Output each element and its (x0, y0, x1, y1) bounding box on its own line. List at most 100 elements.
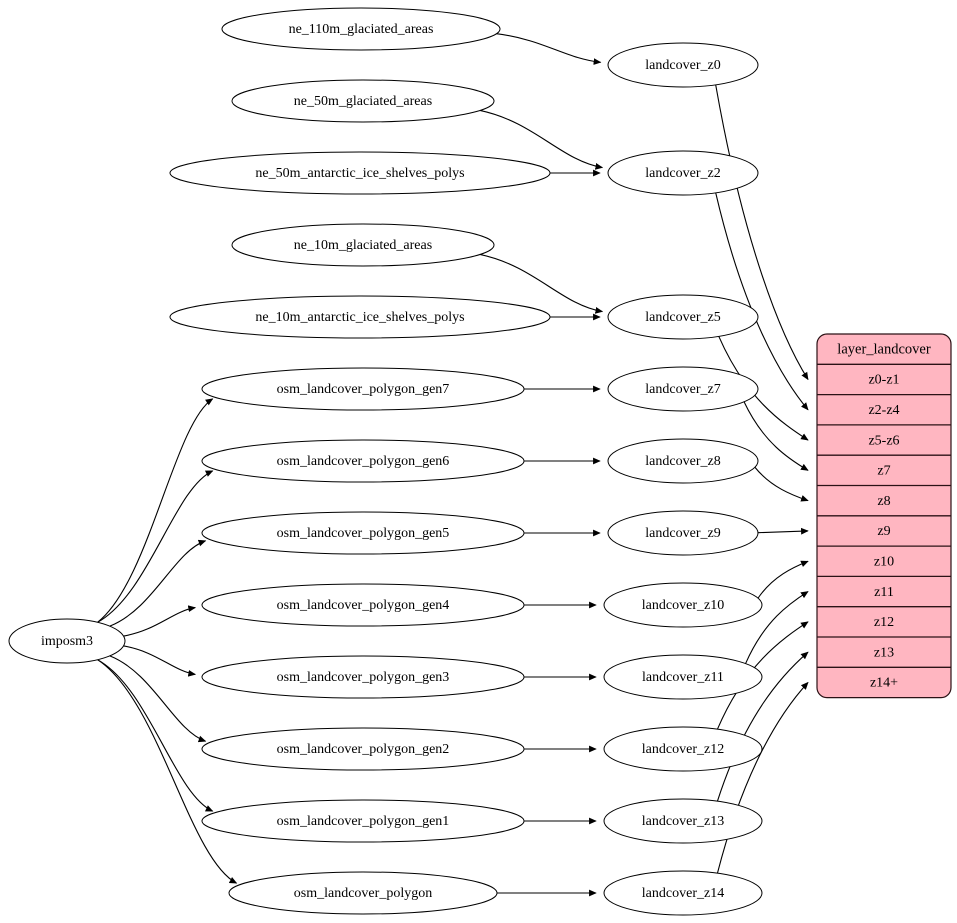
node-ne_10m_glaciated_areas[interactable]: ne_10m_glaciated_areas (231, 223, 495, 267)
node-shape (221, 7, 501, 51)
node-layer: ne_110m_glaciated_areas ne_50m_glaciated_… (8, 7, 763, 916)
node-osm_landcover_polygon_gen6[interactable]: osm_landcover_polygon_gen6 (201, 439, 525, 483)
node-label: landcover_z8 (645, 454, 720, 469)
node-shape (607, 366, 759, 412)
node-label: osm_landcover_polygon_gen4 (277, 598, 450, 613)
table-row-label: z14+ (870, 676, 898, 691)
edge-landcover_z0-to-layer_landcover_z0-z1 (715, 84, 809, 381)
table-row-label: z13 (874, 645, 894, 660)
node-label: osm_landcover_polygon_gen3 (277, 670, 450, 685)
node-osm_landcover_polygon[interactable]: osm_landcover_polygon (228, 871, 498, 915)
node-landcover_z9[interactable]: landcover_z9 (607, 510, 759, 556)
node-ne_10m_antarctic_ice_shelves_polys[interactable]: ne_10m_antarctic_ice_shelves_polys (169, 295, 551, 339)
node-ne_50m_glaciated_areas[interactable]: ne_50m_glaciated_areas (231, 79, 495, 123)
node-label: landcover_z11 (642, 670, 724, 685)
node-label: osm_landcover_polygon_gen2 (277, 742, 450, 757)
node-label: landcover_z12 (642, 742, 724, 757)
node-landcover_z13[interactable]: landcover_z13 (603, 798, 763, 844)
node-landcover_z5[interactable]: landcover_z5 (607, 294, 759, 340)
node-shape (603, 870, 763, 916)
node-label: osm_landcover_polygon_gen6 (277, 454, 450, 469)
node-label: landcover_z0 (645, 58, 720, 73)
node-shape (231, 223, 495, 267)
edge-imposm3-to-osm_landcover_polygon_gen7 (97, 398, 214, 623)
node-label: ne_110m_glaciated_areas (289, 22, 434, 37)
node-landcover_z2[interactable]: landcover_z2 (607, 150, 759, 196)
table-row-label: z2-z4 (868, 403, 899, 418)
node-osm_landcover_polygon_gen2[interactable]: osm_landcover_polygon_gen2 (201, 727, 525, 771)
table-row-label: z8 (877, 494, 890, 509)
node-label: osm_landcover_polygon_gen1 (277, 814, 450, 829)
node-landcover_z8[interactable]: landcover_z8 (607, 438, 759, 484)
node-imposm3[interactable]: imposm3 (8, 618, 126, 664)
node-label: landcover_z2 (645, 166, 720, 181)
node-label: landcover_z5 (645, 310, 720, 325)
node-shape (201, 799, 525, 843)
node-label: landcover_z13 (642, 814, 724, 829)
node-label: ne_10m_antarctic_ice_shelves_polys (255, 310, 464, 325)
node-landcover_z14[interactable]: landcover_z14 (603, 870, 763, 916)
node-landcover_z11[interactable]: landcover_z11 (603, 654, 763, 700)
node-label: osm_landcover_polygon (294, 886, 432, 901)
node-shape (603, 654, 763, 700)
edge-landcover_z14-to-layer_landcover_z14_ (716, 681, 809, 874)
node-shape (607, 42, 759, 88)
edge-landcover_z12-to-layer_landcover_z12 (716, 621, 809, 730)
node-label: ne_50m_antarctic_ice_shelves_polys (255, 166, 464, 181)
edge-ne_10m_glaciated_areas-to-landcover_z5 (479, 253, 604, 314)
edge-imposm3-to-osm_landcover_polygon_gen4 (123, 605, 196, 637)
node-shape (603, 798, 763, 844)
node-shape (228, 871, 498, 915)
edge-landcover_z13-to-layer_landcover_z13 (716, 651, 809, 802)
node-landcover_z7[interactable]: landcover_z7 (607, 366, 759, 412)
node-shape (169, 295, 551, 339)
edge-imposm3-to-osm_landcover_polygon_gen3 (123, 645, 196, 677)
node-shape (169, 151, 551, 195)
node-shape (201, 439, 525, 483)
node-landcover_z12[interactable]: landcover_z12 (603, 726, 763, 772)
edge-imposm3-to-osm_landcover_polygon_gen5 (109, 539, 207, 627)
table-row-label: z10 (874, 554, 894, 569)
node-shape (201, 727, 525, 771)
node-osm_landcover_polygon_gen4[interactable]: osm_landcover_polygon_gen4 (201, 583, 525, 627)
edge-imposm3-to-osm_landcover_polygon (97, 659, 238, 884)
node-label: landcover_z10 (642, 598, 724, 613)
node-landcover_z10[interactable]: landcover_z10 (603, 582, 763, 628)
node-ne_110m_glaciated_areas[interactable]: ne_110m_glaciated_areas (221, 7, 501, 51)
node-osm_landcover_polygon_gen7[interactable]: osm_landcover_polygon_gen7 (201, 367, 525, 411)
node-shape (201, 367, 525, 411)
edge-landcover_z10-to-layer_landcover_z10 (757, 560, 809, 599)
edge-layer (97, 33, 809, 897)
node-shape (231, 79, 495, 123)
node-osm_landcover_polygon_gen3[interactable]: osm_landcover_polygon_gen3 (201, 655, 525, 699)
node-shape (603, 726, 763, 772)
node-label: ne_50m_glaciated_areas (294, 94, 432, 109)
edge-imposm3-to-osm_landcover_polygon_gen1 (97, 659, 214, 812)
node-ne_50m_antarctic_ice_shelves_polys[interactable]: ne_50m_antarctic_ice_shelves_polys (169, 151, 551, 195)
node-osm_landcover_polygon_gen5[interactable]: osm_landcover_polygon_gen5 (201, 511, 525, 555)
node-shape (201, 583, 525, 627)
table-layer-landcover[interactable]: layer_landcoverz0-z1z2-z4z5-z6z7z8z9z10z… (816, 333, 952, 699)
node-label: landcover_z7 (645, 382, 720, 397)
node-shape (607, 294, 759, 340)
node-shape (201, 511, 525, 555)
table-row-label: z7 (877, 464, 890, 479)
edge-imposm3-to-osm_landcover_polygon_gen2 (109, 655, 207, 743)
node-label: osm_landcover_polygon_gen5 (277, 526, 450, 541)
node-label: ne_10m_glaciated_areas (294, 238, 432, 253)
node-shape (607, 438, 759, 484)
table-row-label: z12 (874, 615, 894, 630)
node-shape (607, 510, 759, 556)
table-row-label: z0-z1 (868, 373, 899, 388)
node-osm_landcover_polygon_gen1[interactable]: osm_landcover_polygon_gen1 (201, 799, 525, 843)
node-landcover_z0[interactable]: landcover_z0 (607, 42, 759, 88)
node-label: landcover_z9 (645, 526, 720, 541)
node-shape (607, 150, 759, 196)
table-header-label: layer_landcover (837, 341, 931, 357)
node-shape (8, 618, 126, 664)
node-label: imposm3 (41, 634, 93, 649)
node-shape (201, 655, 525, 699)
table-layer: layer_landcoverz0-z1z2-z4z5-z6z7z8z9z10z… (816, 333, 952, 699)
